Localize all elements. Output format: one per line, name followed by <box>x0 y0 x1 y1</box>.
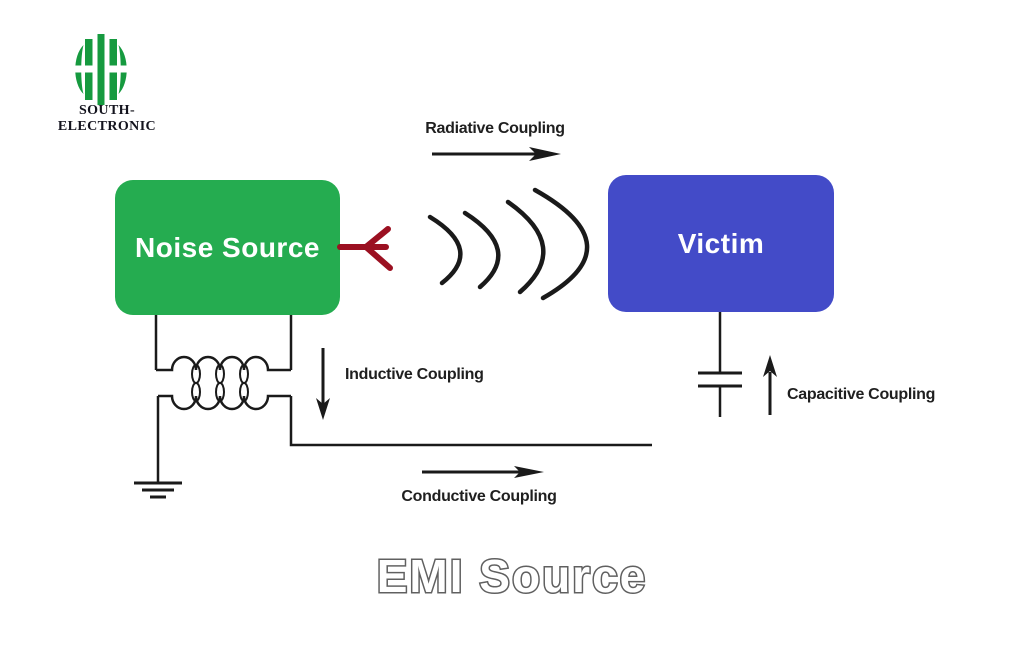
inductive-coupling-label: Inductive Coupling <box>345 366 484 383</box>
inductive-coupling-arrow <box>316 348 330 420</box>
conductive-coupling-label: Conductive Coupling <box>401 488 557 505</box>
victim-box: Victim <box>608 175 834 312</box>
ground-symbol <box>134 396 182 499</box>
logo-right-notch <box>108 65 130 73</box>
transformer-coils <box>156 355 291 411</box>
primary-coil <box>156 355 291 372</box>
arrow-head <box>529 147 561 161</box>
secondary-coil <box>158 394 291 411</box>
arrow-head <box>316 398 330 420</box>
logo-center-bar <box>97 34 105 105</box>
radiative-coupling-label: Radiative Coupling <box>425 120 565 137</box>
wave-arc-3 <box>505 199 546 295</box>
wave-arc-2 <box>462 210 501 290</box>
wave-arc-4 <box>532 187 590 301</box>
radiative-coupling-arrow <box>432 147 561 161</box>
capacitive-coupling-label: Capacitive Coupling <box>787 386 936 403</box>
secondary-coil-loop <box>191 382 201 402</box>
arrow-head <box>514 466 544 478</box>
conductive-path-wire <box>289 396 652 447</box>
south-electronic-logo-icon <box>72 34 130 105</box>
logo-wordmark: SOUTH-ELECTRONIC <box>57 103 157 134</box>
secondary-coil-loop <box>239 382 249 402</box>
secondary-coil-loop <box>215 382 225 402</box>
logo-left-notch <box>72 65 94 73</box>
victim-label: Victim <box>677 227 765 259</box>
noise-source-box: Noise Source <box>115 180 340 315</box>
capacitive-coupling-arrow <box>763 355 777 415</box>
conductive-coupling-arrow <box>422 466 544 478</box>
arrow-head <box>763 355 777 377</box>
red-fork-upper-tine <box>363 226 391 250</box>
capacitor-symbol <box>698 312 742 417</box>
page-title: EMI Source <box>377 550 648 602</box>
noise-source-label: Noise Source <box>135 231 320 263</box>
wave-arc-1 <box>427 214 463 286</box>
radiated-waves <box>427 187 590 301</box>
red-fork-lower-tine <box>363 244 393 271</box>
red-fork-connector <box>337 226 393 271</box>
